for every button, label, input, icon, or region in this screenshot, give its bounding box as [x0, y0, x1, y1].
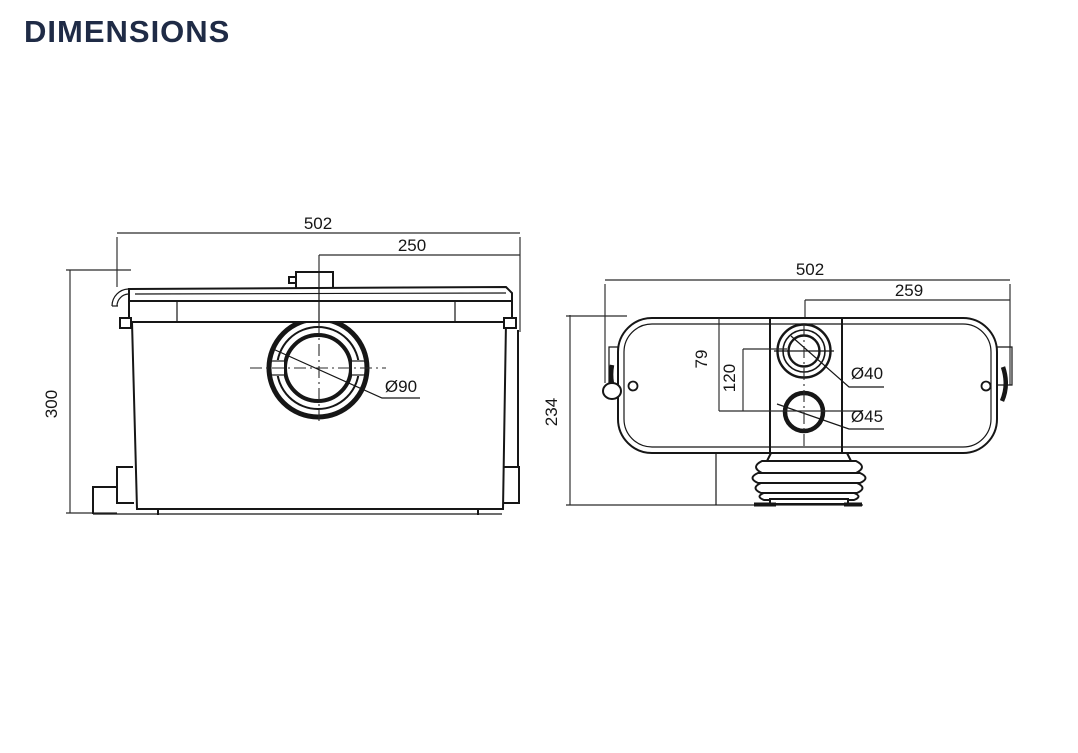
front-left-foot: [116, 466, 134, 504]
side-screw-hole-right: [980, 380, 992, 392]
outlet-leader-line: [272, 348, 420, 399]
side-upper-inlet-diameter-label: Ø40: [851, 364, 883, 383]
side-width-to-inlet-label: 259: [895, 281, 923, 300]
front-view-drawing: 502 250 300 Ø90: [42, 214, 521, 515]
front-lid-lip-inner: [116, 293, 130, 307]
side-screw-hole-left: [627, 380, 639, 392]
lower-inlet-leader-line: [776, 403, 884, 430]
side-overall-height-label: 234: [542, 398, 561, 426]
side-clip-left: [602, 346, 622, 400]
side-offset-a-label: 79: [692, 350, 711, 369]
upper-inlet-leader-line: [790, 335, 884, 388]
side-clip-right: [997, 346, 1013, 402]
page-title: DIMENSIONS: [24, 14, 231, 49]
outlet-inner-ring: [283, 333, 353, 403]
front-left-step: [92, 486, 117, 514]
front-view-dimension-lines: [66, 232, 521, 514]
front-overall-height-label: 300: [42, 390, 61, 418]
front-lid-lip-outer: [111, 288, 130, 307]
side-overall-width-label: 502: [796, 260, 824, 279]
front-width-to-outlet-label: 250: [398, 236, 426, 255]
side-offset-b-label: 120: [720, 364, 739, 392]
front-base-and-feet: [92, 330, 520, 515]
front-lid: [111, 271, 517, 329]
front-outlet-diameter-label: Ø90: [385, 377, 417, 396]
front-rim-tab-right: [503, 317, 517, 329]
side-offset-dimension-lines: [718, 318, 862, 412]
front-lid-rim: [128, 300, 513, 323]
side-outlet-spigot: [751, 452, 867, 507]
side-lower-inlet-diameter-label: Ø45: [851, 407, 883, 426]
front-right-foot: [503, 466, 520, 504]
front-overall-width-label: 502: [304, 214, 332, 233]
front-rim-tab-left: [119, 317, 132, 329]
side-view-drawing: 502 259 234 79 120 Ø40 Ø45: [542, 260, 1013, 507]
